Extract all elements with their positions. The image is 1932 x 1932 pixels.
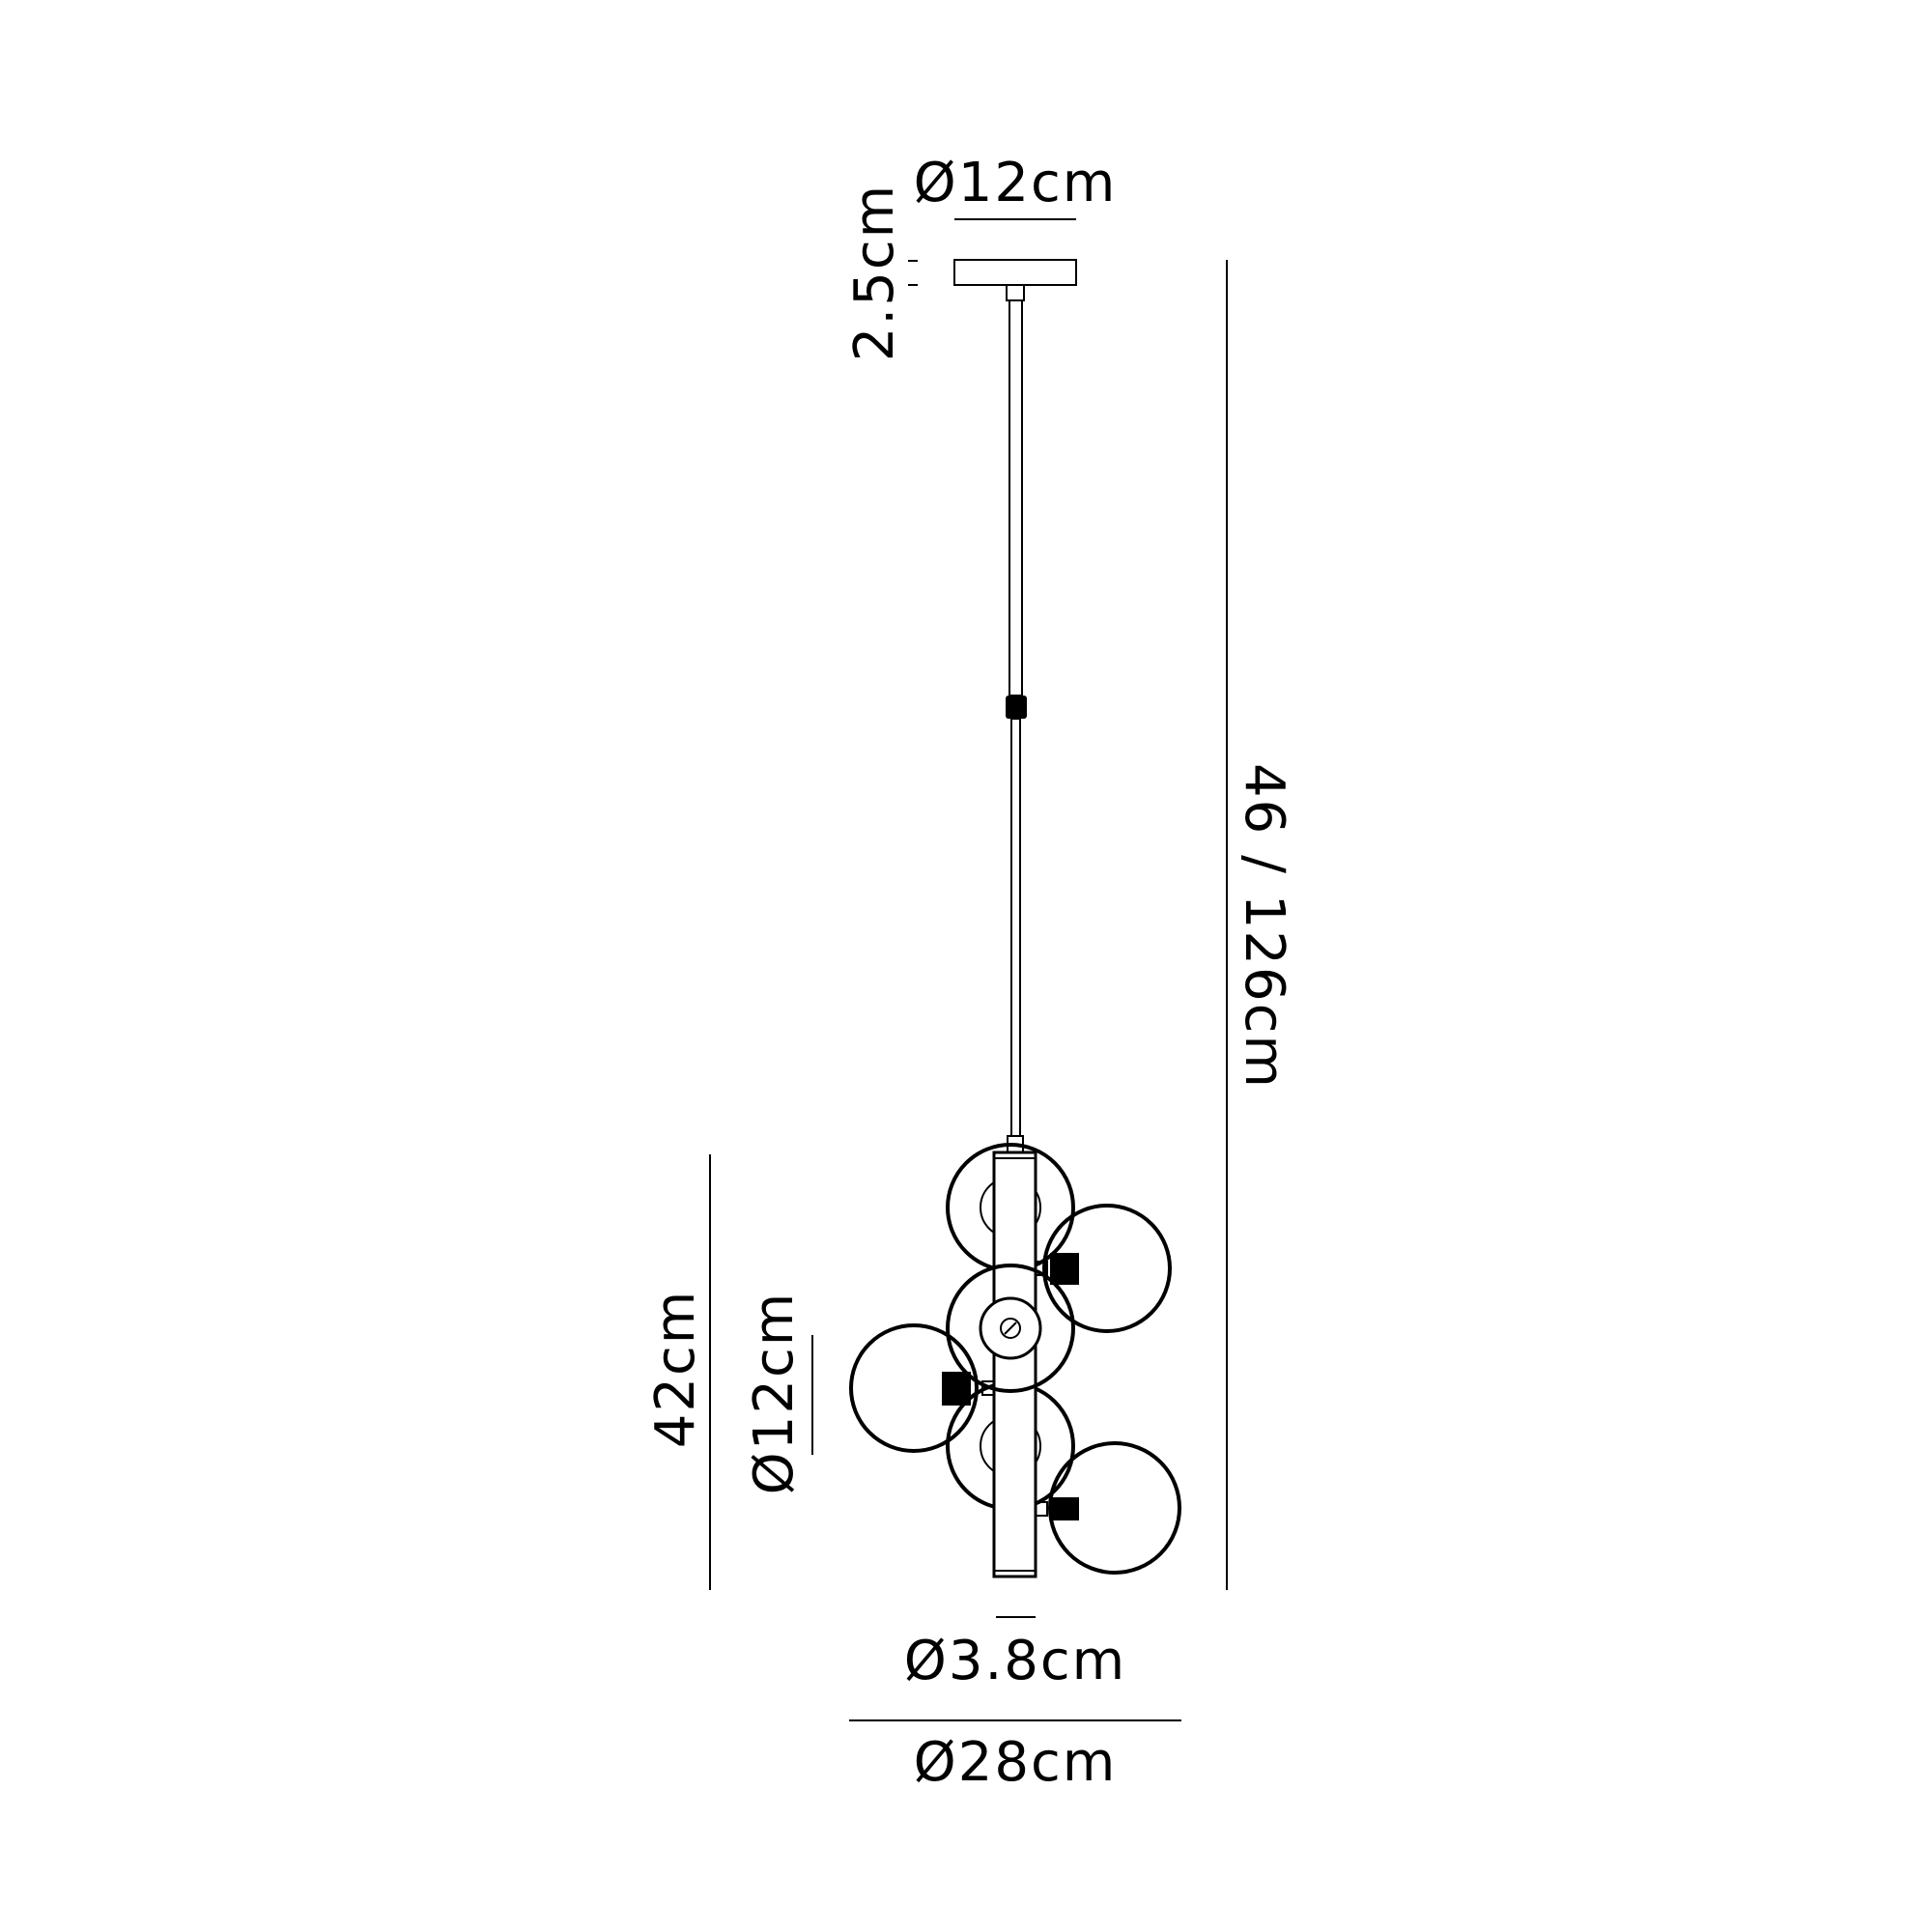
screw-slot	[1004, 1321, 1017, 1335]
canopy-diameter-label: Ø12cm	[914, 152, 1118, 214]
arm	[981, 1380, 995, 1396]
suspension-rod-upper	[1009, 299, 1023, 696]
tube-diameter-label: Ø3.8cm	[904, 1630, 1126, 1692]
arm	[1035, 1501, 1048, 1517]
canopy-height-label: 2.5cm	[843, 184, 906, 361]
globe-center	[946, 1264, 1075, 1393]
suspension-rod-lower	[1010, 718, 1021, 1137]
screw-icon	[1000, 1318, 1021, 1339]
socket-right-upper	[1050, 1253, 1079, 1285]
rod-joint	[1006, 696, 1027, 719]
socket-left	[942, 1372, 971, 1406]
body-height-label: 42cm	[644, 1290, 707, 1449]
globe-diameter-label: Ø12cm	[743, 1292, 806, 1495]
socket-right-lower	[1050, 1497, 1079, 1520]
globe-right-lower	[1048, 1441, 1181, 1575]
body-tube	[992, 1151, 1037, 1578]
canopy	[953, 259, 1077, 286]
overall-diameter-label: Ø28cm	[914, 1731, 1118, 1794]
globe-right-upper	[1042, 1204, 1172, 1333]
overall-height-label: 46 / 126cm	[1233, 763, 1295, 1090]
globe-left	[849, 1323, 979, 1453]
arm	[1035, 1261, 1048, 1276]
rod-connector	[1006, 284, 1025, 301]
